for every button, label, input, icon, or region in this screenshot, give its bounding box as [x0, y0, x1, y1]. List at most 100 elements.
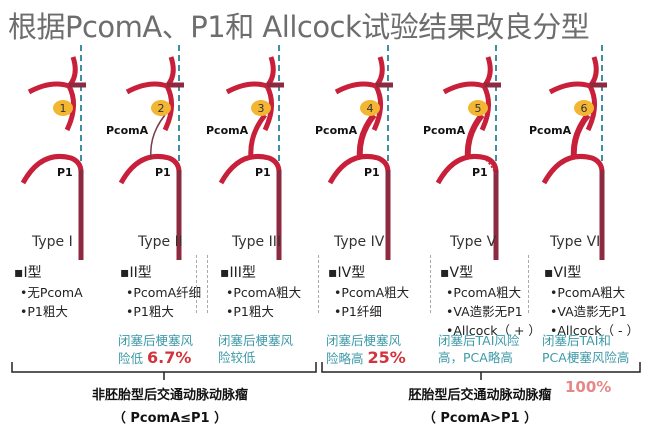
pcoma-vessel [150, 114, 166, 159]
pcoma-vessel [570, 113, 591, 159]
column-divider [207, 255, 208, 313]
pcoma-vessel [248, 113, 267, 159]
p1-label: P1 [57, 166, 73, 179]
group-label-non-fetal: 非胚胎型后交通动脉动脉瘤 [91, 388, 248, 403]
overlay-percent: 100% [565, 378, 612, 396]
pcoma-label: PcomA [315, 124, 358, 137]
aneurysm-marker [468, 100, 488, 116]
type-bullet: •PcomA纤细 [126, 285, 202, 300]
ica-branch [162, 56, 176, 132]
column-divider [196, 255, 197, 313]
type-label: Type V [450, 234, 497, 250]
risk-line: PCA梗塞风险高 [542, 350, 630, 365]
risk-note: 闭塞后梗塞风险略高 25% [326, 332, 406, 367]
type-heading: ▪IV型 [328, 265, 366, 281]
risk-line: 险略高 [326, 351, 368, 366]
aneurysm-number: 1 [60, 102, 67, 115]
type-bullet: •PcomA粗大 [550, 285, 626, 300]
mca-branch [225, 81, 268, 95]
risk-percent: 25% [367, 348, 406, 367]
group-brace [11, 362, 317, 380]
p1-label: P1 [472, 166, 488, 179]
ica-branch [479, 56, 493, 132]
risk-note: 闭塞后梗塞风险较低 [218, 332, 293, 366]
type-bullet: •VA造影无P1 [446, 304, 523, 319]
risk-line: 险较低 [218, 350, 256, 365]
risk-percent: 6.7% [146, 348, 192, 367]
type-bullet: •P1纤细 [334, 304, 382, 319]
risk-line: 险低 [118, 351, 147, 366]
p1-label: P1 [255, 166, 271, 179]
pcoma-label: PcomA [206, 124, 249, 137]
type-bullet: •PcomA粗大 [446, 285, 522, 300]
risk-line: 闭塞后梗塞风 [118, 333, 194, 348]
p1-label: P1 [364, 166, 380, 179]
aneurysm-number: 4 [367, 102, 374, 115]
mca-branch [334, 81, 377, 95]
type-label: Type VI [550, 234, 601, 250]
type-bullet: •PcomA粗大 [226, 285, 302, 300]
p1-absent [485, 159, 497, 176]
p1-arc [327, 154, 391, 185]
risk-note: 闭塞后TAI和 PCA梗塞风险高 [542, 332, 629, 366]
type-label: Type I [32, 234, 73, 250]
type-bullet: •无PcomA [20, 285, 83, 300]
pcoma-label: PcomA [106, 124, 149, 137]
type-heading: ▪VI型 [544, 265, 582, 281]
aneurysm-marker [151, 100, 171, 116]
risk-line: 高，PCA略高 [438, 350, 513, 365]
risk-line: 闭塞后梗塞风 [218, 333, 294, 348]
type-bullet: •P1粗大 [126, 304, 174, 319]
type-label: Type II [138, 234, 183, 250]
mca-branch [548, 81, 591, 95]
column-divider [528, 255, 529, 313]
type-bullet: •VA造影无P1 [550, 304, 627, 319]
type-bullet: •Allcock（ + ） [446, 323, 541, 338]
group-brace [321, 362, 641, 380]
mca-branch [125, 81, 168, 95]
p1-arc [435, 154, 499, 185]
aneurysm-number: 3 [258, 102, 265, 115]
aneurysm-number: 6 [581, 102, 588, 115]
ica-branch [64, 56, 78, 132]
column-divider [430, 255, 431, 313]
p1-arc [541, 154, 605, 185]
aneurysm-number: 2 [158, 102, 165, 115]
ica-branch [262, 56, 276, 132]
type-label: Type IV [334, 234, 385, 250]
risk-line: 闭塞后TAI和 [542, 333, 611, 348]
type-heading: ▪III型 [220, 265, 256, 281]
type-label: Type III [232, 234, 281, 250]
type-bullet: •Allcock（ - ） [550, 323, 639, 338]
p1-arc [218, 154, 282, 185]
type-heading: ▪I型 [14, 265, 42, 281]
aneurysm-marker [53, 100, 73, 116]
risk-line: 闭塞后梗塞风 [326, 333, 402, 348]
group-cond-fetal: （ PcomA>P1 ） [422, 411, 538, 426]
group-cond-non-fetal: （ PcomA≤P1 ） [112, 411, 228, 426]
pcoma-vessel [464, 113, 485, 159]
type-heading: ▪V型 [440, 265, 474, 281]
p1-label: P1 [155, 166, 171, 179]
aneurysm-marker [251, 100, 271, 116]
mca-branch [27, 81, 70, 95]
type-bullet: •PcomA粗大 [334, 285, 410, 300]
pcoma-vessel [356, 113, 377, 159]
slide-title: 根据PcomA、P1和 Allcock试验结果改良分型 [8, 10, 590, 44]
type-bullet: •P1粗大 [20, 304, 68, 319]
risk-note: 闭塞后TAI风险高，PCA略高 [438, 332, 519, 366]
group-label-fetal: 胚胎型后交通动脉动脉瘤 [408, 388, 552, 403]
aneurysm-marker [360, 100, 380, 116]
aneurysm-marker [574, 100, 594, 116]
artery-panel-1: 1P1 [20, 45, 86, 260]
aneurysm-number: 5 [475, 102, 482, 115]
ica-branch [585, 56, 599, 132]
pcoma-label: PcomA [423, 124, 466, 137]
risk-line: 闭塞后TAI风险 [438, 333, 520, 348]
